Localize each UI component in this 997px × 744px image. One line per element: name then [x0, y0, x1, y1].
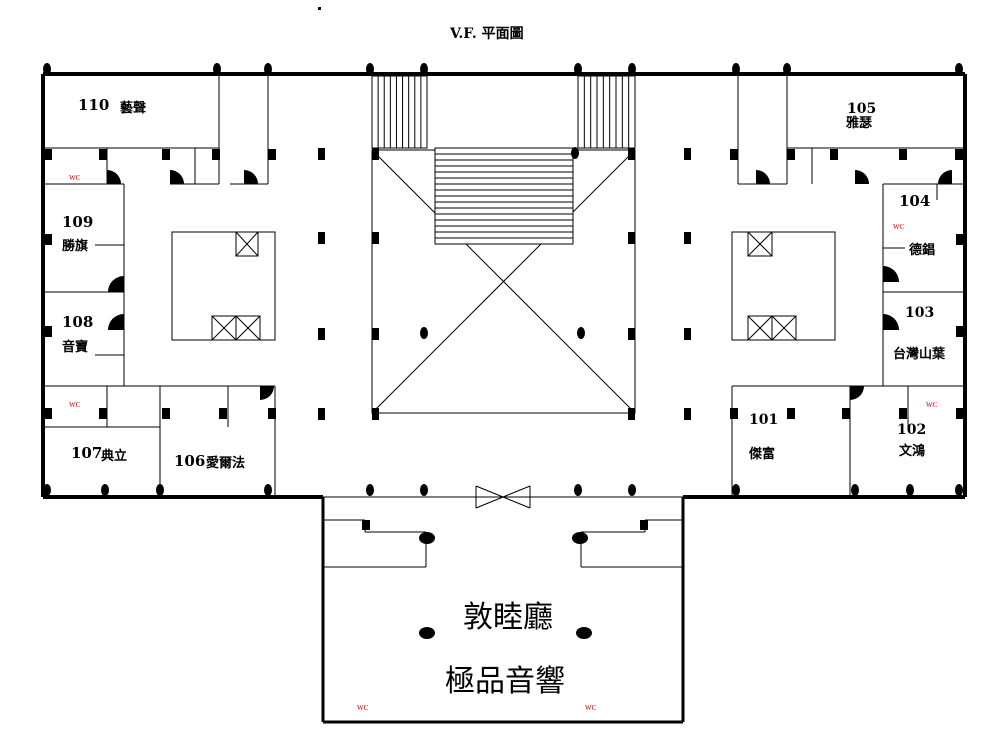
room-106-name: 愛爾法	[206, 455, 245, 471]
bottom-wall-pillars	[43, 484, 963, 496]
top-right-room-pillars	[730, 149, 963, 160]
room-101-name: 傑富	[748, 446, 775, 462]
left-core	[171, 231, 276, 341]
wc-hall-left: WC	[357, 704, 369, 712]
hall-name: 敦睦廳	[463, 600, 553, 635]
top-left-rooms	[43, 76, 269, 185]
bottom-left-rooms	[43, 386, 276, 497]
left-side-pillars	[44, 234, 52, 419]
top-dot	[318, 7, 321, 10]
room-109-number: 109	[62, 213, 93, 231]
room-labels: 110 藝聲 105 雅瑟 109 勝旗 104 德錩 108 音寶 103 台…	[62, 96, 946, 471]
wc-bottom-right: WC	[926, 401, 938, 409]
room-108-number: 108	[62, 313, 93, 331]
room-107-number: 107	[71, 444, 102, 462]
stair-outline	[577, 75, 636, 149]
room-102-number: 102	[897, 422, 926, 438]
room-108-name: 音寶	[62, 339, 88, 355]
stair-outline	[371, 75, 428, 149]
room-105-number: 105	[847, 101, 876, 117]
wc-top-left: WC	[69, 174, 81, 182]
room-110-name: 藝聲	[120, 100, 146, 116]
hall-subtitle: 極品音響	[445, 664, 565, 699]
plan-title: V.F. 平面圖	[449, 25, 524, 42]
room-106-number: 106	[174, 452, 205, 470]
wc-bottom-left: WC	[69, 401, 81, 409]
round-columns	[420, 147, 585, 339]
room-104-number: 104	[899, 192, 930, 210]
central-staircase	[434, 147, 574, 245]
right-core	[731, 231, 836, 341]
room-105-name: 雅瑟	[846, 115, 872, 131]
right-side-pillars	[956, 234, 964, 419]
room-102-name: 文鴻	[899, 443, 925, 459]
interior-columns	[318, 148, 691, 420]
room-101-number: 101	[749, 412, 778, 428]
room-104-name: 德錩	[909, 242, 935, 258]
top-left-room-pillars	[44, 149, 276, 160]
room-103-number: 103	[905, 305, 934, 321]
wc-labels: WC WC WC WC WC WC	[69, 174, 938, 712]
hall-columns	[362, 520, 648, 639]
top-right-stair-flight	[577, 75, 636, 149]
room-110-number: 110	[78, 96, 109, 114]
bottom-right-pillars	[730, 408, 907, 419]
dunmu-hall	[321, 497, 685, 724]
main-entrance-door	[475, 485, 531, 509]
wc-hall-right: WC	[585, 704, 597, 712]
wc-right: WC	[893, 223, 905, 231]
top-right-rooms	[737, 76, 965, 386]
top-left-stair-flight	[371, 75, 428, 149]
bottom-left-pillars	[99, 408, 276, 419]
main-building	[41, 72, 967, 499]
bottom-right-rooms	[731, 385, 965, 497]
top-wall-pillars	[43, 63, 963, 75]
room-109-name: 勝旗	[62, 238, 88, 254]
room-103-name: 台灣山葉	[893, 346, 946, 362]
room-107-name: 典立	[101, 448, 127, 464]
door-arcs	[107, 170, 952, 400]
right-side-rooms	[883, 247, 965, 293]
